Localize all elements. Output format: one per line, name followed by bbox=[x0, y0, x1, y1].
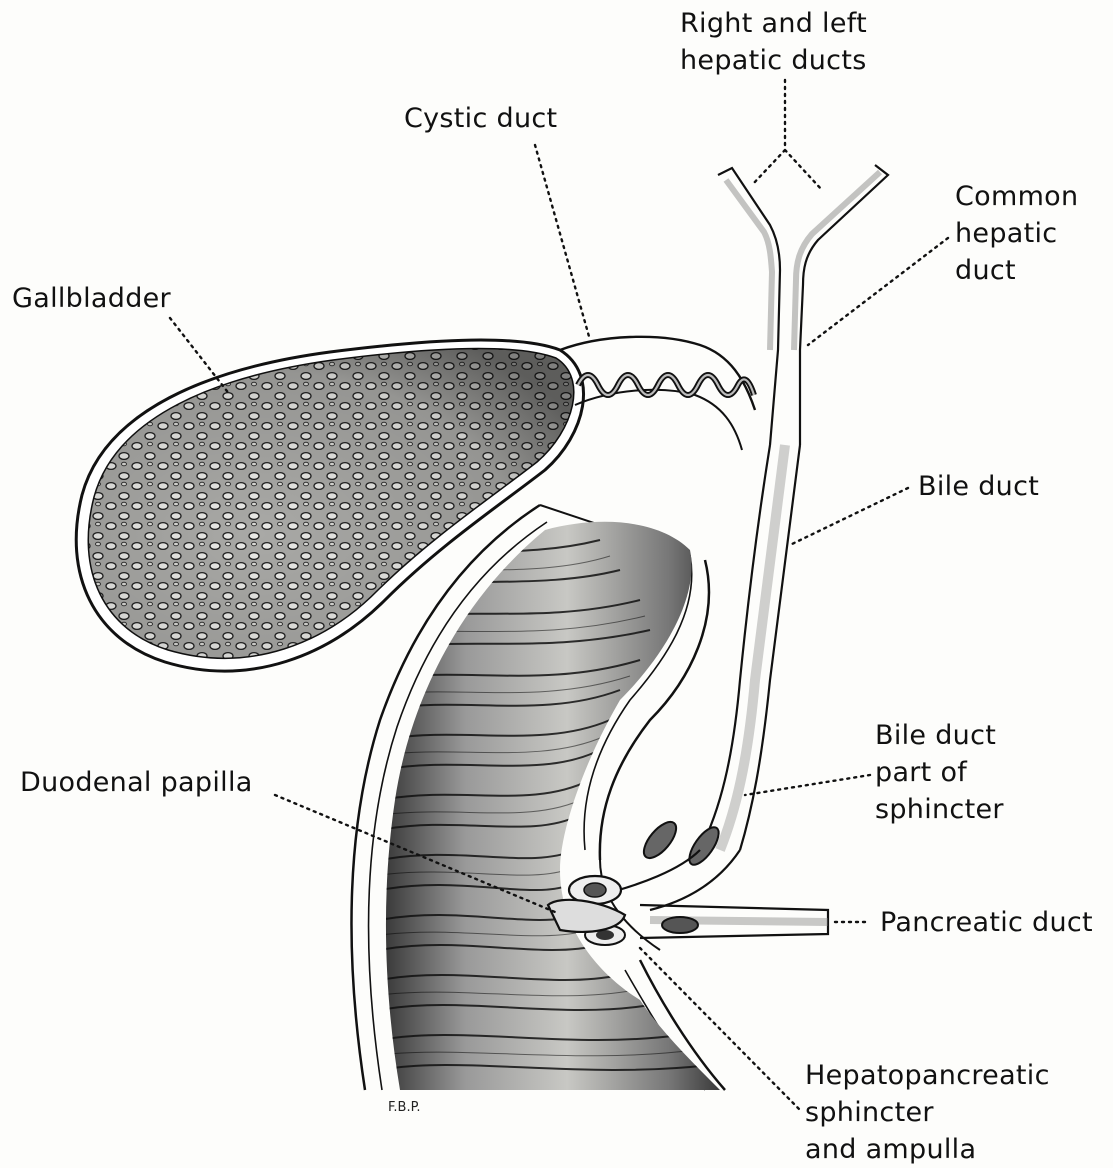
bile-duct-sphincter-label: Bile duct part of sphincter bbox=[875, 717, 1004, 828]
hepatopancreatic-sphincter-label: Hepatopancreatic sphincter and ampulla bbox=[805, 1057, 1050, 1168]
gallbladder-label: Gallbladder bbox=[12, 280, 171, 317]
pancreatic-duct-label: Pancreatic duct bbox=[880, 904, 1093, 941]
pancreatic-duct bbox=[548, 900, 828, 945]
cystic-duct-label: Cystic duct bbox=[404, 100, 557, 137]
bile-duct-label: Bile duct bbox=[918, 468, 1039, 505]
cystic-duct bbox=[560, 337, 755, 450]
duodenum bbox=[351, 500, 725, 1100]
artist-signature: F.B.P. bbox=[388, 1100, 421, 1115]
common-hepatic-duct-label: Common hepatic duct bbox=[955, 178, 1078, 289]
hepatic-ducts-label: Right and left hepatic ducts bbox=[680, 5, 867, 79]
duodenal-papilla-label: Duodenal papilla bbox=[20, 764, 253, 801]
